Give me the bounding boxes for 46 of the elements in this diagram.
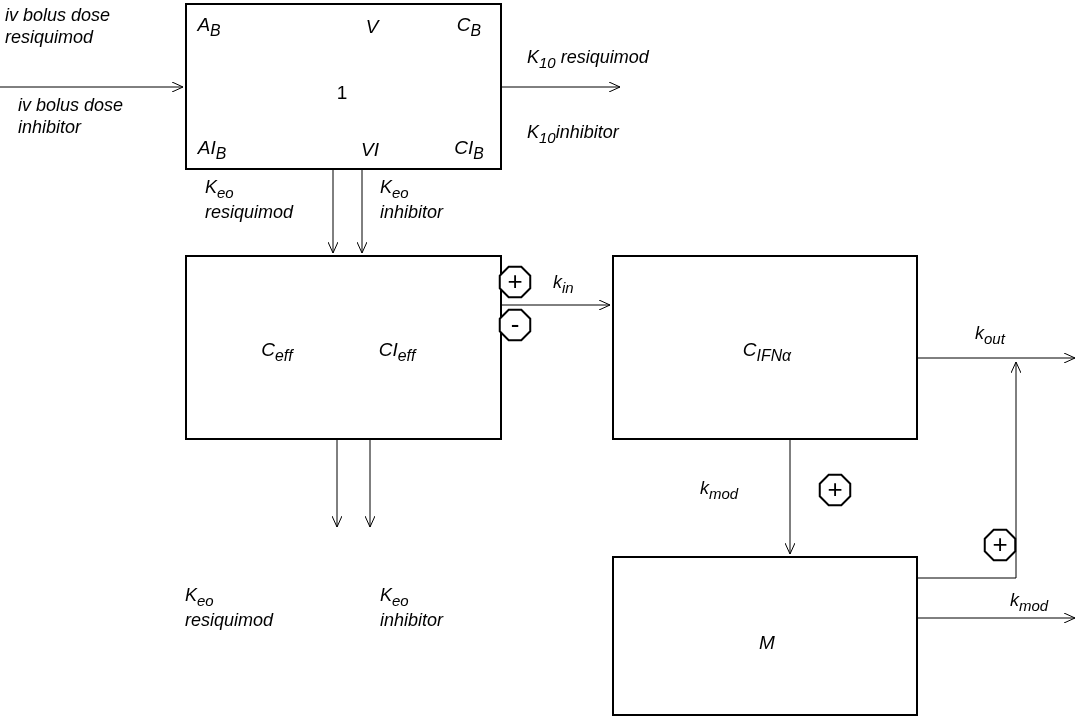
arrow [784, 439, 796, 555]
arrow [917, 361, 1022, 579]
edge-label: K$_{eo}$ resiquimod [185, 585, 275, 632]
arrow [364, 439, 376, 528]
arrow [331, 439, 343, 528]
arrow [0, 81, 184, 93]
compartment-box [612, 556, 918, 716]
compartment-variable: M [759, 632, 775, 654]
compartment-box [185, 255, 502, 440]
compartment-variable: C$_{B}$ [456, 14, 482, 40]
compartment-variable: CI$_{B}$ [454, 137, 484, 163]
compartment-variable: CI$_{eff}$ [378, 339, 416, 365]
edge-label: k$_{mod}$ [700, 478, 740, 503]
sign-symbol: + [991, 528, 1009, 561]
sign-octagon [497, 307, 533, 343]
edge-label: iv bolus dose resiquimod [5, 5, 112, 49]
arrow [917, 612, 1076, 624]
edge-label: k$_{out}$ [975, 323, 1007, 348]
compartment-box [185, 3, 502, 170]
sign-octagon [982, 527, 1018, 563]
arrow [327, 169, 339, 254]
compartment-variable: V [365, 16, 379, 38]
arrow [501, 81, 621, 93]
compartment-box [612, 255, 918, 440]
compartment-variable: C$_{eff}$ [261, 339, 293, 365]
edge-label: K$_{10}$ resiquimod [527, 47, 650, 72]
arrow [501, 299, 611, 311]
compartment-variable: 1 [336, 82, 348, 104]
sign-octagon [817, 472, 853, 508]
compartment-variable: AI$_{B}$ [197, 137, 227, 163]
edge-label: k$_{in}$ [553, 272, 575, 297]
edge-label: K$_{eo}$ resiquimod [205, 177, 295, 224]
compartment-variable: VI [361, 139, 379, 161]
rate-label: iv bolus dose inhibitor [18, 95, 125, 139]
sign-symbol: + [826, 473, 844, 506]
compartment-variable: C$_{IFNα}$ [742, 339, 792, 365]
sign-symbol: - [509, 308, 521, 341]
edge-label: K$_{eo}$ inhibitor [380, 177, 445, 224]
sign-octagon [497, 264, 533, 300]
edge-label: K$_{eo}$ inhibitor [380, 585, 445, 632]
arrow [917, 352, 1076, 364]
compartment-variable: A$_{B}$ [197, 14, 221, 40]
edge-label: k$_{mod}$ [1010, 590, 1050, 615]
rate-label: K$_{10}$inhibitor [527, 122, 621, 147]
arrow [356, 169, 368, 254]
sign-symbol: + [506, 265, 524, 298]
